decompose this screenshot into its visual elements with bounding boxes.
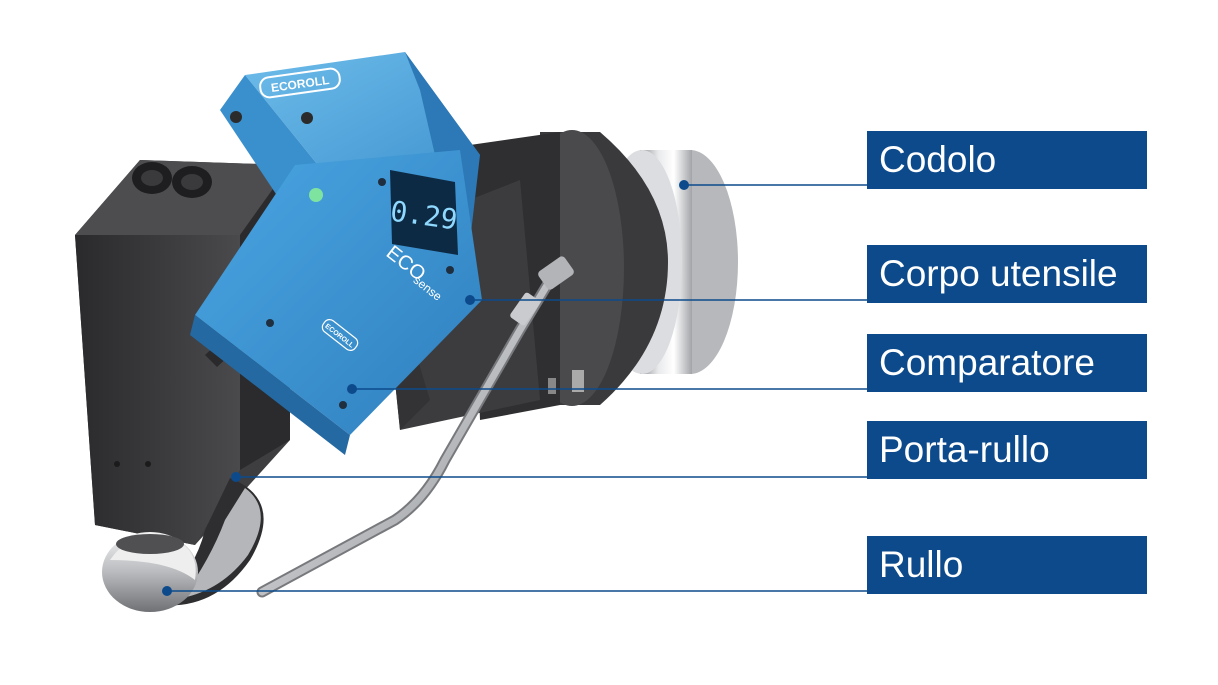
label-comparatore: Comparatore (867, 334, 1147, 392)
gauge-housing (190, 52, 482, 455)
label-porta-rullo: Porta-rullo (867, 421, 1147, 479)
leader-rullo (162, 586, 867, 596)
label-codolo: Codolo (867, 131, 1147, 189)
leader-comparatore (347, 384, 867, 394)
leader-codolo (679, 180, 867, 190)
leader-porta-rullo (231, 472, 867, 482)
leader-corpo-utensile (465, 295, 867, 305)
brand-plate-top (259, 67, 341, 99)
leader-lines (162, 180, 867, 596)
label-corpo-utensile: Corpo utensile (867, 245, 1147, 303)
label-rullo: Rullo (867, 536, 1147, 594)
coolant-pipe (256, 256, 574, 598)
roller (102, 478, 264, 612)
brand-plate-side (321, 318, 359, 352)
